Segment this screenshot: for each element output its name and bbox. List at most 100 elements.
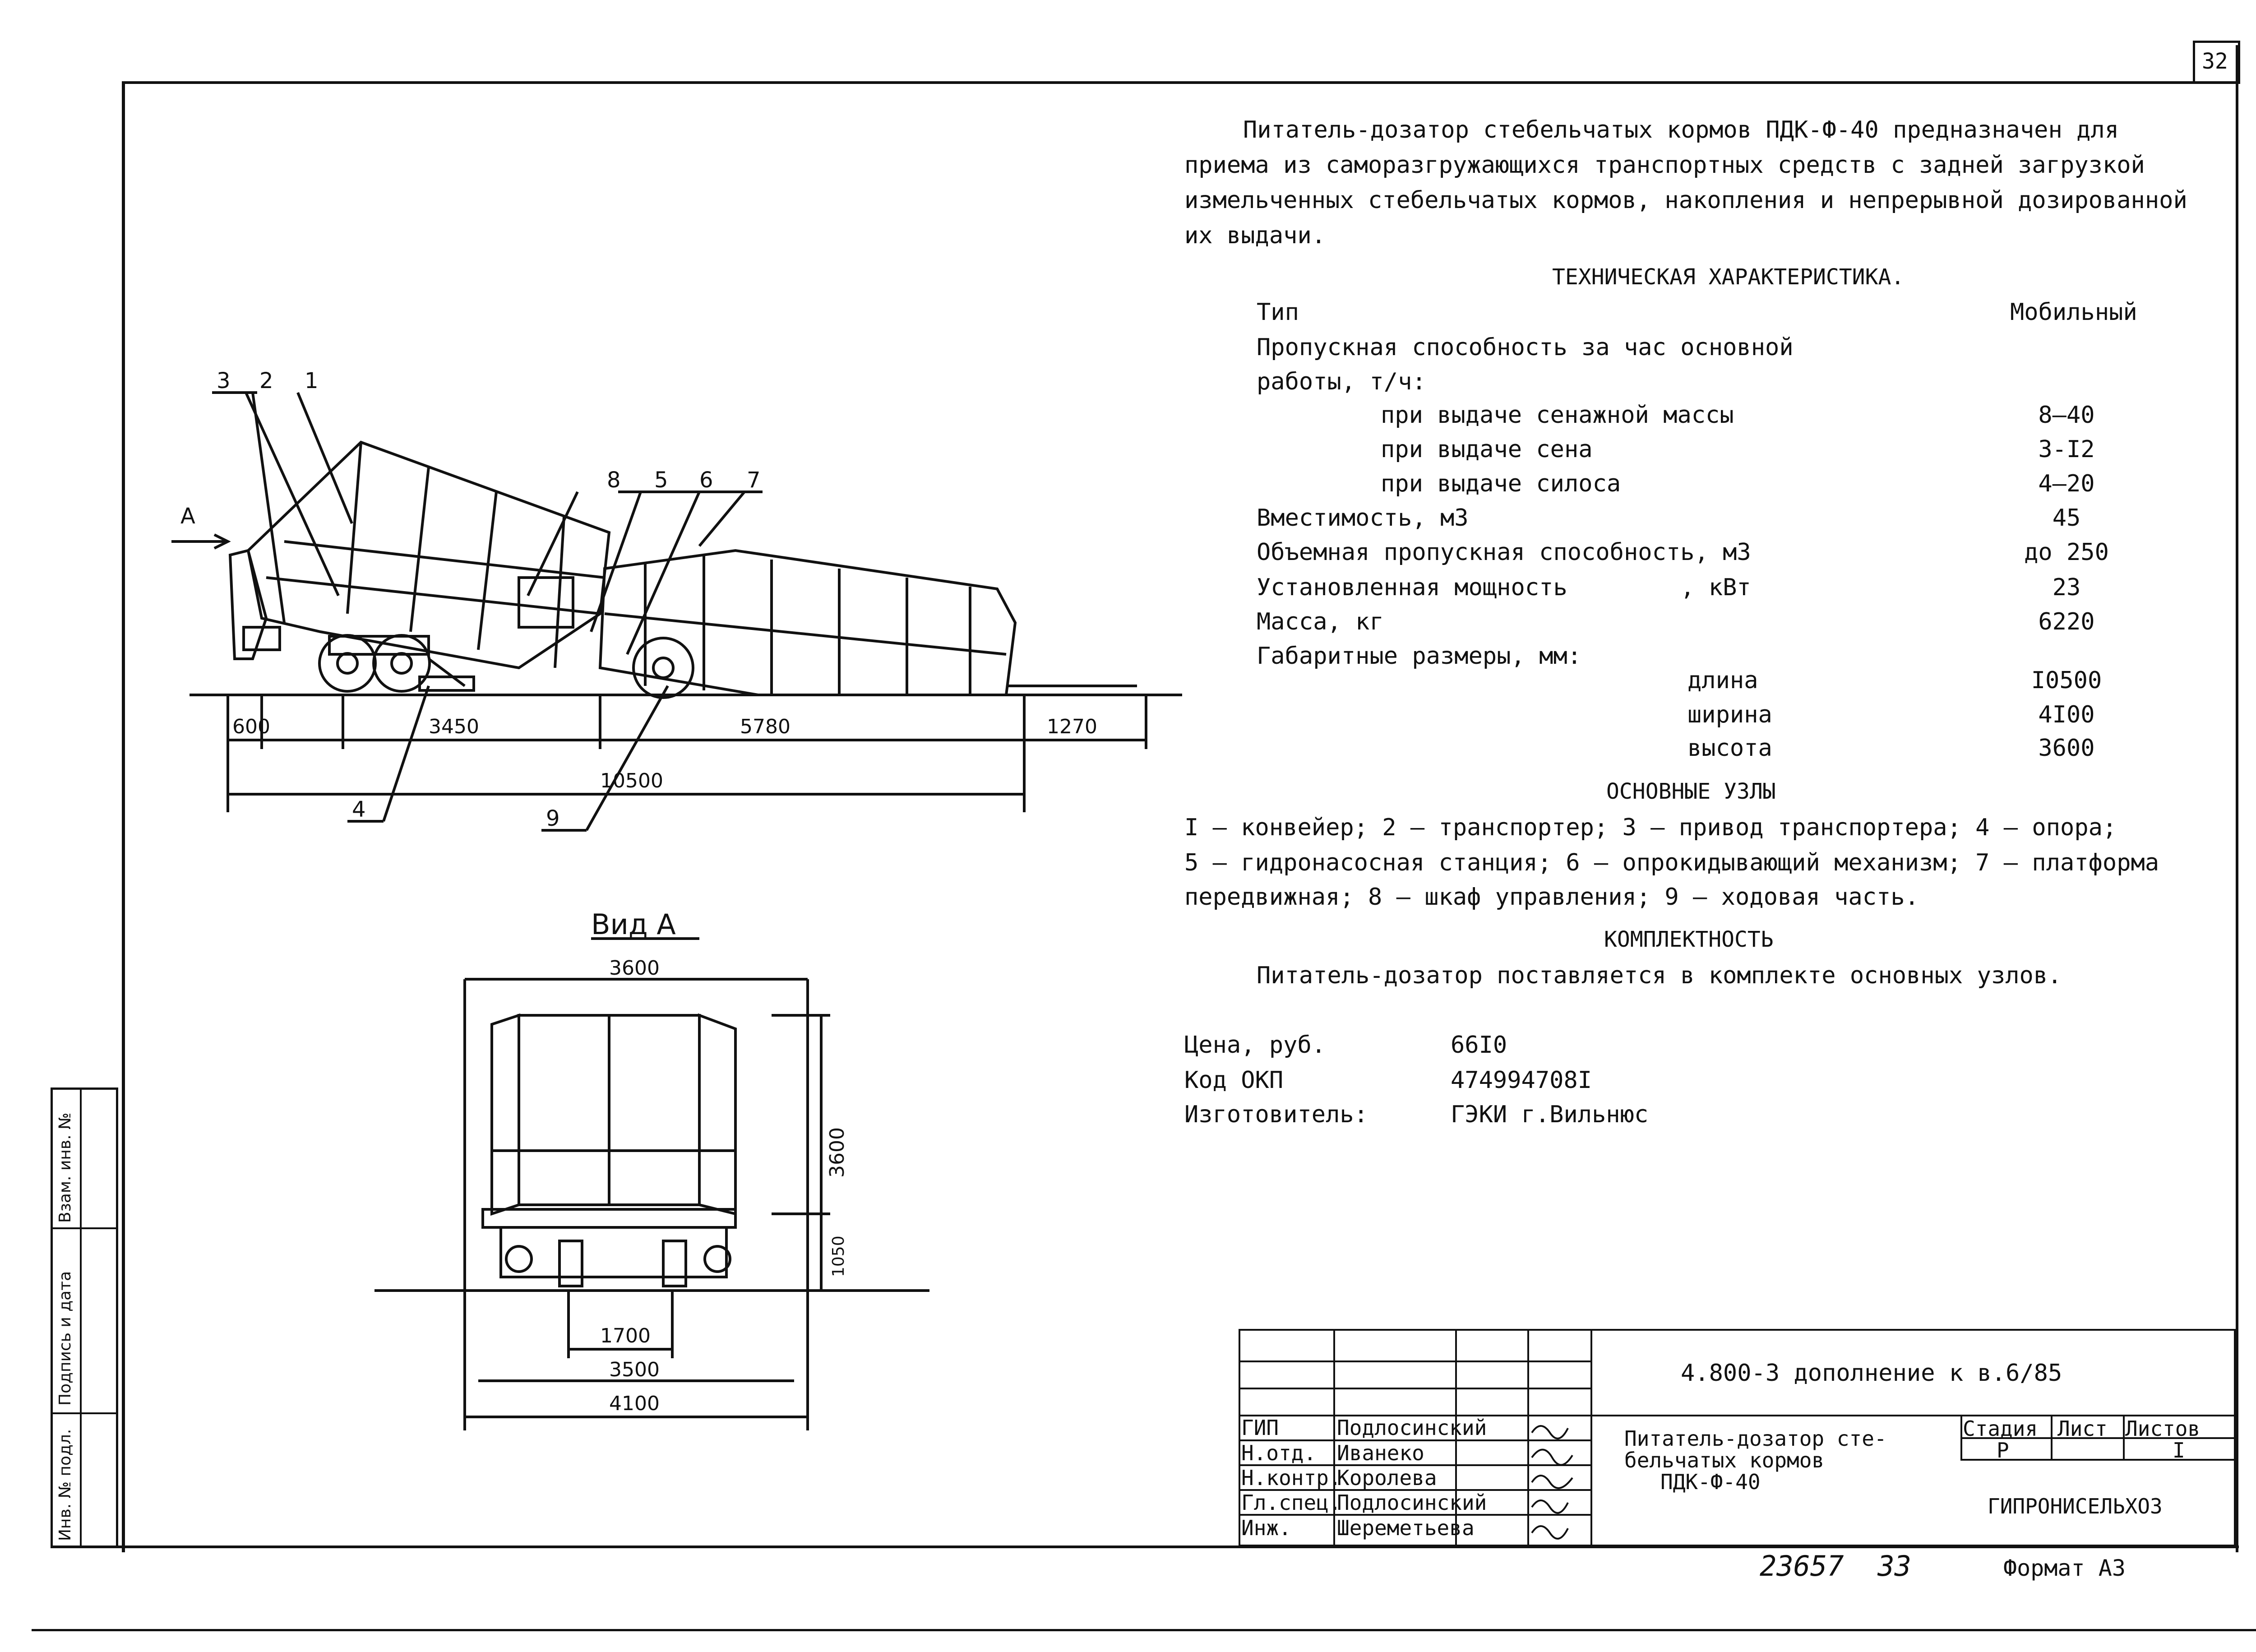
spec-value: Мобильный [2010,299,2137,326]
spec-label: Масса, кг [1257,608,1384,635]
intro-line: измельченных стебельчатых кормов, накопл… [1184,187,2187,214]
tb-row [1239,1439,1590,1441]
signer-name: Иванеко [1337,1441,1424,1465]
frame-top-line [124,81,2240,84]
tb-top-line [1239,1329,2236,1331]
signer-role: Гл.спец. [1241,1490,1341,1515]
callout-6: 6 [699,467,713,493]
callout-4: 4 [352,797,366,822]
spec-label: Габаритные размеры, мм: [1257,643,1582,670]
callout-2: 2 [259,368,273,393]
tb-row [1239,1415,2236,1416]
spec-label: высота [1687,735,1772,762]
callout-3: 3 [217,368,231,393]
spec-label: при выдаче силоса [1381,470,1621,497]
tb-row [1239,1388,1590,1389]
tb-col [1527,1329,1529,1546]
intro-line: приема из саморазгружающихся транспортны… [1184,152,2145,179]
spec-label: Вместимость, м3 [1257,504,1469,532]
stamp-border [51,1087,118,1548]
front-view-drawing: Вид А 3600 3600 1050 1700 3500 4100 [374,908,929,1430]
stage-header: Стадия [1963,1416,2038,1441]
doc-title-line: ПДК-Ф-40 [1660,1470,1761,1494]
spec-value: 3600 [2038,735,2095,762]
signer-role: Инж. [1241,1516,1291,1540]
signer-name: Королева [1337,1466,1437,1490]
handwritten-number: 23657 33 [1760,1550,1911,1583]
stamp-row-divider [51,1412,118,1414]
dim-1700: 1700 [600,1324,651,1347]
units-heading: ОСНОВНЫЕ УЗЛЫ [1606,779,1776,804]
sheet-bottom-edge [32,1629,2256,1631]
frame-right-line [2236,45,2238,1552]
tb-divider [1590,1329,1592,1546]
title-block: 4.800-3 дополнение к в.6/85 Питатель-доз… [1239,1329,2236,1550]
dim-10500: 10500 [600,769,663,792]
spec-label: Объемная пропускная способность, м3 [1257,539,1751,566]
doc-title-line: бельчатых кормов [1624,1448,1825,1472]
spec-label: при выдаче сенажной массы [1381,402,1734,429]
intro-line: Питатель-дозатор стебельчатых кормов ПДК… [1243,116,2119,143]
side-stamp: Инв. № подл. Подпись и дата Взам. инв. № [51,1087,118,1548]
spec-label: Пропускная способность за час основной [1257,334,1794,361]
dim-5780: 5780 [740,715,791,738]
callout-5: 5 [654,467,668,493]
spec-label: работы, т/ч: [1257,368,1426,395]
sheet-format: Формат АЗ [2003,1555,2126,1581]
dim-3500: 3500 [609,1358,660,1381]
sheets-header: Листов [2125,1416,2201,1441]
dim-width-3600: 3600 [609,957,660,980]
stage-value: Р [1997,1438,2009,1462]
spec-label: длина [1687,667,1758,694]
units-line: передвижная; 8 – шкаф управления; 9 – хо… [1184,884,1919,911]
callout-1: 1 [305,368,319,393]
tb-row [1960,1459,2236,1461]
tech-heading: ТЕХНИЧЕСКАЯ ХАРАКТЕРИСТИКА. [1552,264,1905,290]
spec-value: 8–40 [2038,402,2095,429]
signer-role: ГИП [1241,1416,1279,1440]
callout-9: 9 [546,806,560,831]
spec-value: I0500 [2031,667,2102,694]
signer-name: Шереметьева [1337,1516,1475,1540]
dim-600: 600 [232,715,270,738]
spec-value: 4I00 [2038,701,2095,728]
doc-code: 4.800-3 дополнение к в.6/85 [1681,1360,2062,1387]
tb-row [1239,1360,1590,1362]
tb-left-line [1239,1329,1240,1546]
arrow-a-label: А [180,504,195,529]
sheet-header: Лист [2057,1416,2108,1441]
dim-3450: 3450 [429,715,479,738]
units-line: 5 – гидронасосная станция; 6 – опрокидыв… [1184,849,2159,876]
tb-col [1455,1329,1457,1546]
frame-left-line [122,81,125,1552]
spec-label: ширина [1687,701,1772,728]
frame-bottom-line [51,1546,2239,1548]
signer-name: Подлосинский [1337,1416,1487,1440]
signature-date-label: Подпись и дата [56,1271,74,1406]
units-line: I – конвейер; 2 – транспортер; 3 – приво… [1184,814,2117,841]
tb-bottom-line [1239,1545,2236,1546]
signer-role: Н.контр. [1241,1466,1341,1490]
side-view-drawing: А 3 2 1 8 5 6 7 4 9 600 3450 5780 1270 1… [171,368,1182,832]
spec-value: 6220 [2038,608,2095,635]
stamp-row-divider [51,1227,118,1229]
sheet-number-box [2193,41,2240,84]
spec-value: 4–20 [2038,470,2095,497]
organization: ГИПРОНИСЕЛЬХОЗ [1988,1494,2163,1518]
maker-value: ГЭКИ г.Вильнюс [1451,1101,1649,1128]
spec-label: при выдаче сена [1381,436,1593,463]
inv-podl-label: Инв. № подл. [56,1429,74,1541]
tb-row [1239,1464,1590,1466]
okp-value: 474994708I [1451,1067,1592,1094]
doc-title-line: Питатель-дозатор сте- [1624,1426,1887,1451]
spec-value: 3-I2 [2038,436,2095,463]
view-a-title: Вид А [591,908,676,941]
dim-4100: 4100 [609,1392,660,1415]
signature-marks [1531,1425,1573,1540]
dim-1050: 1050 [829,1236,848,1277]
dim-height-3600: 3600 [826,1127,849,1178]
stamp-col-divider [80,1087,82,1548]
maker-label: Изготовитель: [1184,1101,1368,1128]
completeness-heading: КОМПЛЕКТНОСТЬ [1604,927,1774,952]
callout-7: 7 [747,467,761,493]
